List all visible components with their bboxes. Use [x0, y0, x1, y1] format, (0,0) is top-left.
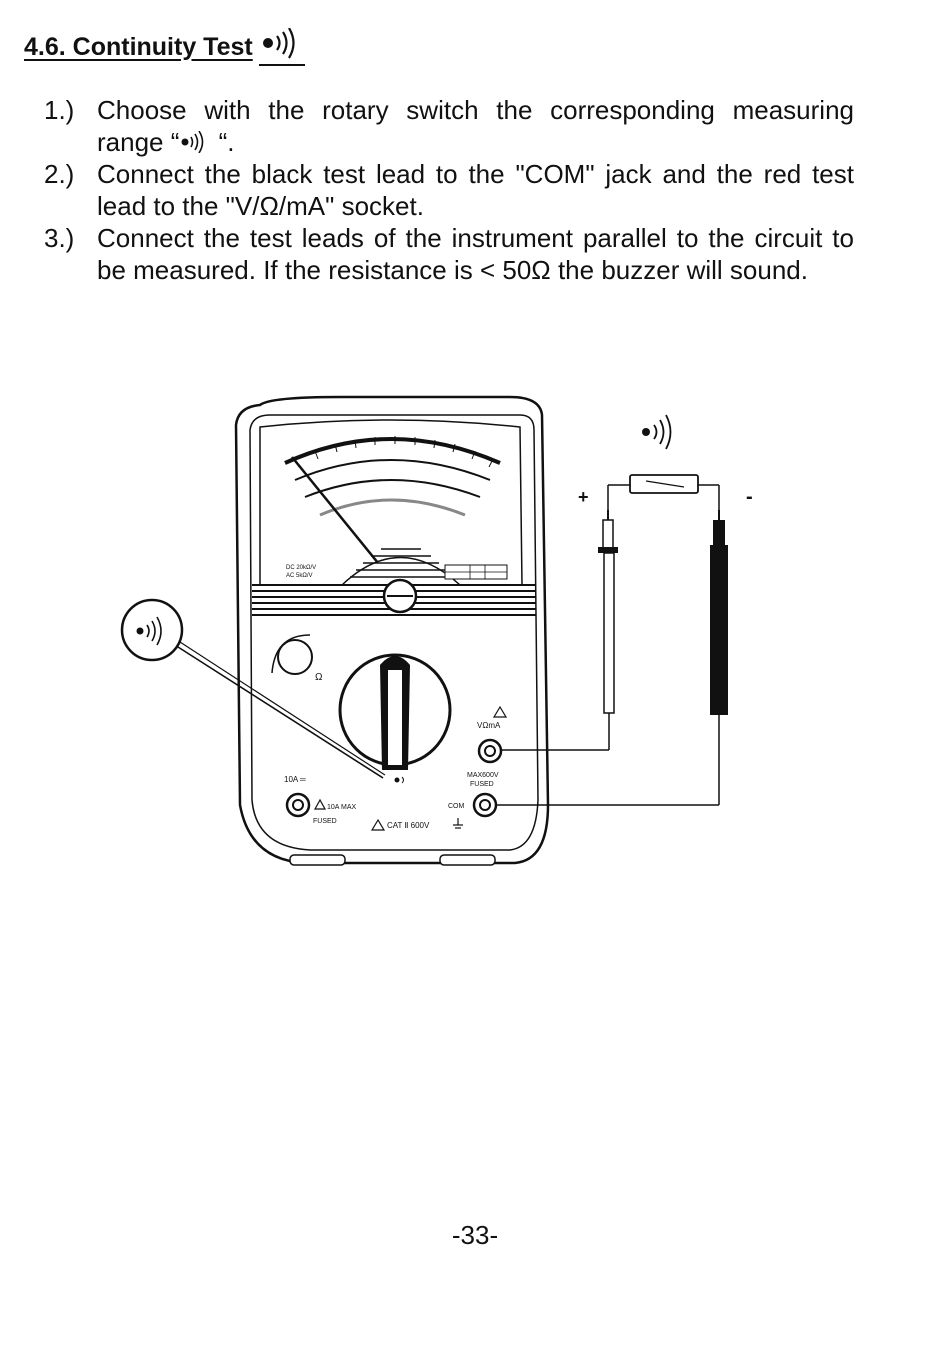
list-item: 2.) Connect the black test lead to the "…	[44, 158, 854, 222]
step-text: Connect the test leads of the instrument…	[97, 223, 854, 285]
warning-icon	[492, 705, 508, 718]
black-test-probe	[496, 510, 728, 806]
list-item: 1.) Choose with the rotary switch the co…	[44, 94, 854, 158]
ac-rating-label: AC 5kΩ/V	[286, 573, 313, 579]
cat-rating-label: CAT Ⅱ 600V	[387, 821, 430, 830]
ohm-label: Ω	[315, 672, 323, 683]
section-heading: 4.6. Continuity Test	[24, 27, 305, 66]
step-number: 1.)	[44, 95, 75, 125]
fused-label: FUSED	[470, 781, 494, 788]
step-text-before: Choose with the rotary switch the corres…	[97, 95, 854, 157]
step-text: Choose with the rotary switch the corres…	[97, 94, 854, 158]
dial-window	[259, 419, 523, 586]
ground-icon	[453, 818, 463, 829]
section-title: 4.6. Continuity Test	[24, 32, 253, 61]
v-ohm-ma-label: VΩmA	[477, 721, 501, 730]
page-number: -33-	[451, 1220, 499, 1250]
com-label: COM	[448, 803, 465, 810]
buzzer-icon	[179, 128, 211, 154]
red-test-probe	[500, 510, 618, 751]
ohm-adjust-knob	[277, 639, 313, 675]
multimeter-illustration: DC 20kΩ/V AC 5kΩ/V Ω VΩmA MAX600V FUSED …	[120, 395, 753, 866]
max600v-label: MAX600V	[467, 772, 499, 779]
ten-amp-fused-label: FUSED	[313, 818, 337, 825]
dc-rating-label: DC 20kΩ/V	[286, 565, 316, 571]
step-text-after: “.	[211, 127, 235, 157]
step-list: 1.) Choose with the rotary switch the co…	[44, 94, 854, 286]
buzzer-icon	[258, 27, 305, 66]
step-text: Connect the black test lead to the "COM"…	[97, 159, 854, 221]
minus-label: -	[746, 486, 753, 508]
warning-icon	[370, 818, 386, 831]
callout-bubble	[120, 598, 184, 662]
step-number: 2.)	[44, 159, 75, 189]
ten-amp-max-label: 10A MAX	[327, 804, 357, 811]
step-number: 3.)	[44, 223, 75, 253]
buzzer-icon	[642, 414, 672, 450]
ten-amp-label: 10A ═	[284, 775, 306, 784]
warning-icon	[313, 798, 327, 810]
buzzer-icon	[136, 616, 162, 646]
list-item: 3.) Connect the test leads of the instru…	[44, 222, 854, 286]
plus-label: +	[578, 487, 589, 507]
